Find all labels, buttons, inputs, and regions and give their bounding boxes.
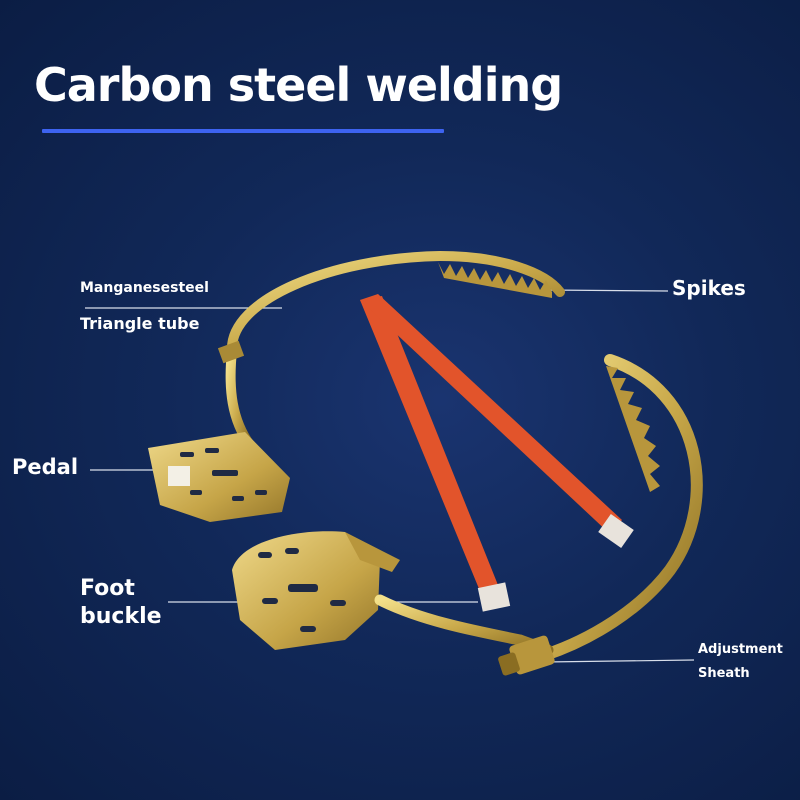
pointer-line-spikes bbox=[544, 289, 669, 292]
pointer-line-adjustment bbox=[544, 659, 695, 663]
front-tube bbox=[374, 594, 554, 656]
label-spikes: Spikes bbox=[672, 276, 746, 300]
title-underline bbox=[42, 129, 444, 133]
right-ring bbox=[539, 354, 703, 661]
upper-spikes-teeth bbox=[438, 262, 552, 298]
label-manganese-steel: Manganesesteel bbox=[80, 280, 209, 296]
right-spikes-teeth bbox=[606, 366, 660, 492]
label-triangle-tube: Triangle tube bbox=[80, 314, 200, 333]
label-adjustment-line2: Sheath bbox=[698, 666, 750, 681]
back-pedal bbox=[148, 432, 290, 522]
front-pedal bbox=[232, 531, 400, 650]
adjustment-sheath bbox=[498, 635, 555, 676]
orange-strap bbox=[360, 294, 634, 612]
label-foot-buckle-line1: Foot bbox=[80, 576, 135, 601]
label-adjustment-line1: Adjustment bbox=[698, 642, 783, 657]
page-title: Carbon steel welding bbox=[34, 58, 563, 112]
label-pedal: Pedal bbox=[12, 455, 79, 479]
label-foot-buckle-line2: buckle bbox=[80, 604, 162, 629]
